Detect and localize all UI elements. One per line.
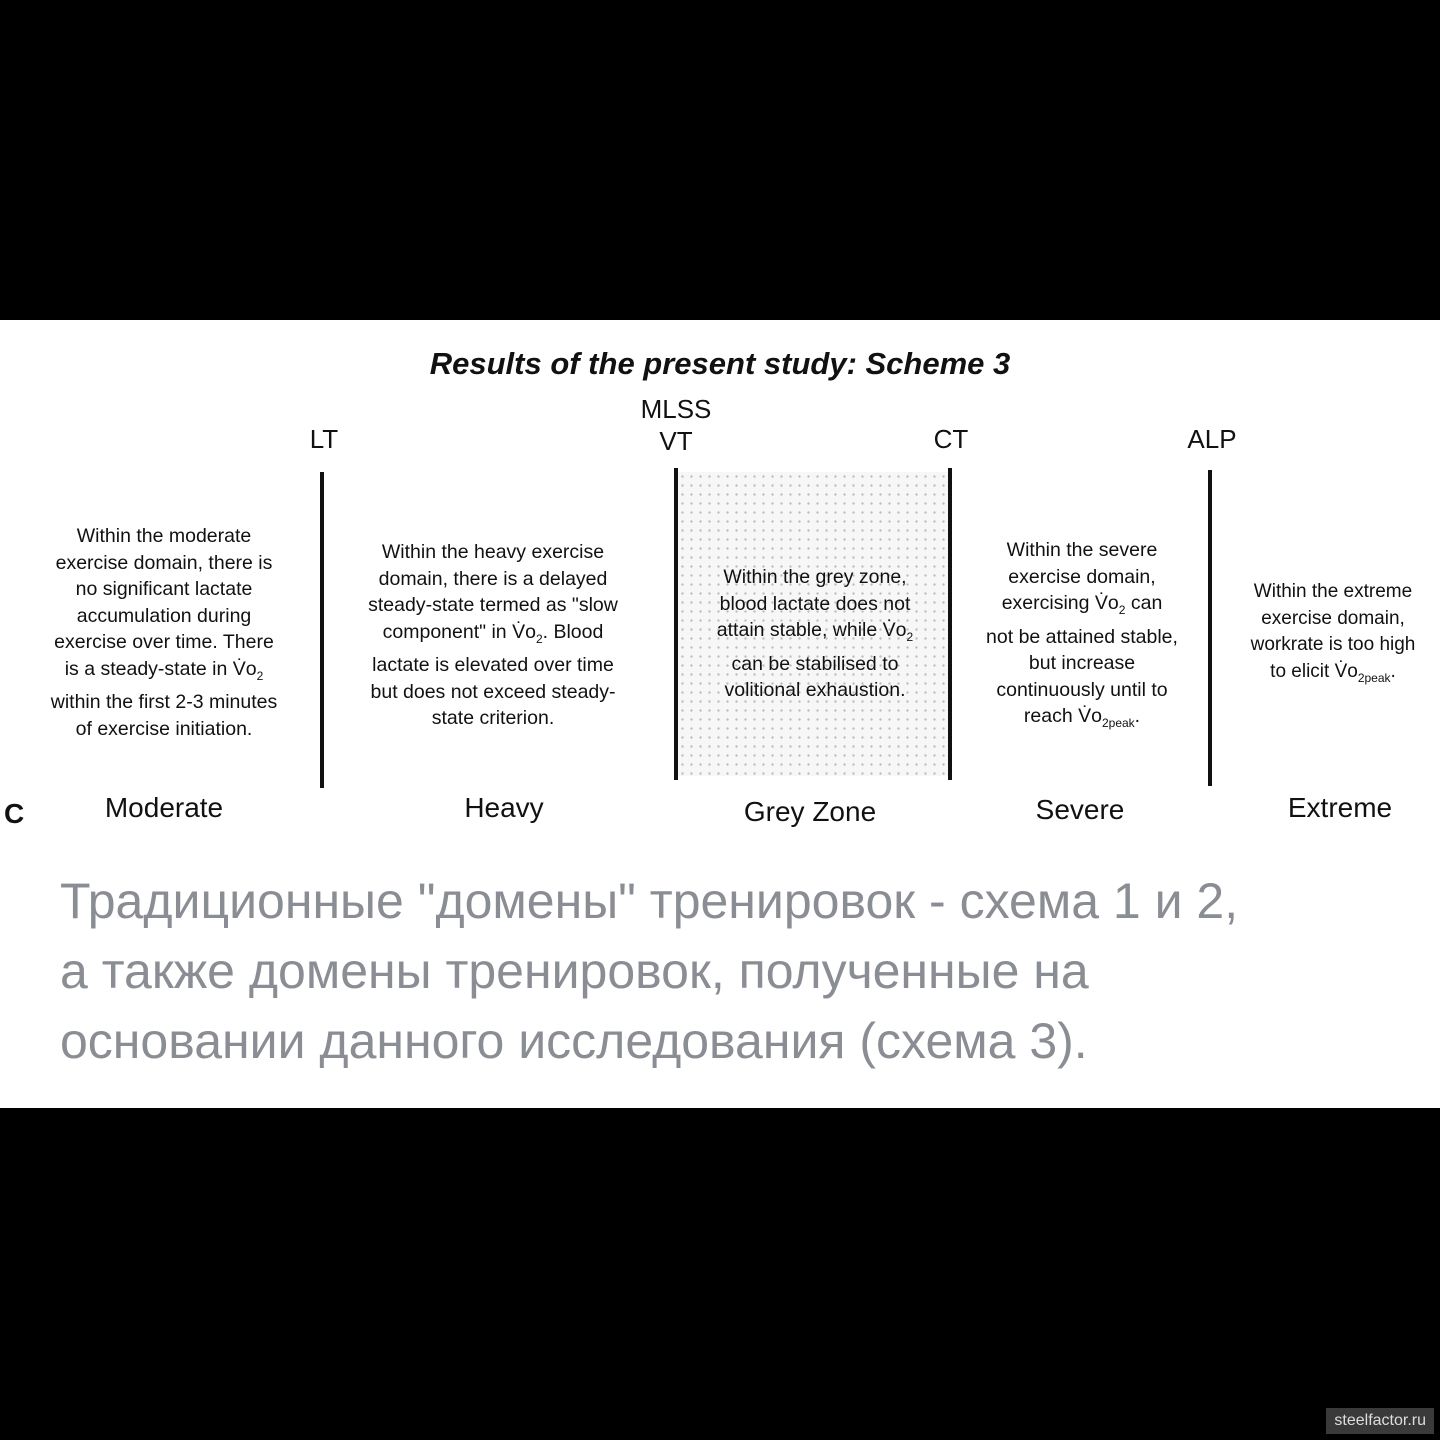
figure-panel: Results of the present study: Scheme 3 L… <box>0 320 1440 1108</box>
grey-zone-shading <box>678 472 948 776</box>
caption-line: Традиционные "домены" тренировок - схема… <box>60 873 1239 929</box>
threshold-mlss-label: MLSS <box>640 394 712 424</box>
threshold-lt-label: LT <box>309 424 339 454</box>
ct-threshold-line <box>948 468 952 780</box>
threshold-alp-label: ALP <box>1187 424 1237 454</box>
domain-label-grey-zone: Grey Zone <box>743 796 877 827</box>
extreme-description: Within the extreme exercise domain, work… <box>1250 581 1416 685</box>
alp-threshold-line <box>1208 470 1212 786</box>
domain-label-severe: Severe <box>1035 794 1125 825</box>
scheme-title: Results of the present study: Scheme 3 <box>429 346 1011 381</box>
moderate-description: Within the moderate exercise domain, the… <box>50 525 278 740</box>
caption-text: Традиционные "домены" тренировок - схема… <box>60 866 1400 1076</box>
threshold-ct-label: CT <box>933 424 969 454</box>
grey-zone-description: Within the grey zone, blood lactate does… <box>716 566 914 701</box>
caption-line: основании данного исследования (схема 3)… <box>60 1013 1088 1069</box>
panel-letter: C <box>4 798 25 829</box>
domain-label-moderate: Moderate <box>104 792 224 823</box>
severe-description: Within the severe exercise domain, exerc… <box>986 539 1178 730</box>
vt-threshold-line <box>674 468 678 780</box>
domain-label-heavy: Heavy <box>464 792 544 823</box>
domain-label-extreme: Extreme <box>1287 792 1393 823</box>
caption-line: а также домены тренировок, полученные на <box>60 943 1089 999</box>
lt-threshold-line <box>320 472 324 788</box>
threshold-vt-label: VT <box>659 426 693 456</box>
watermark: steelfactor.ru <box>1326 1408 1434 1434</box>
heavy-description: Within the heavy exercise domain, there … <box>368 541 618 729</box>
